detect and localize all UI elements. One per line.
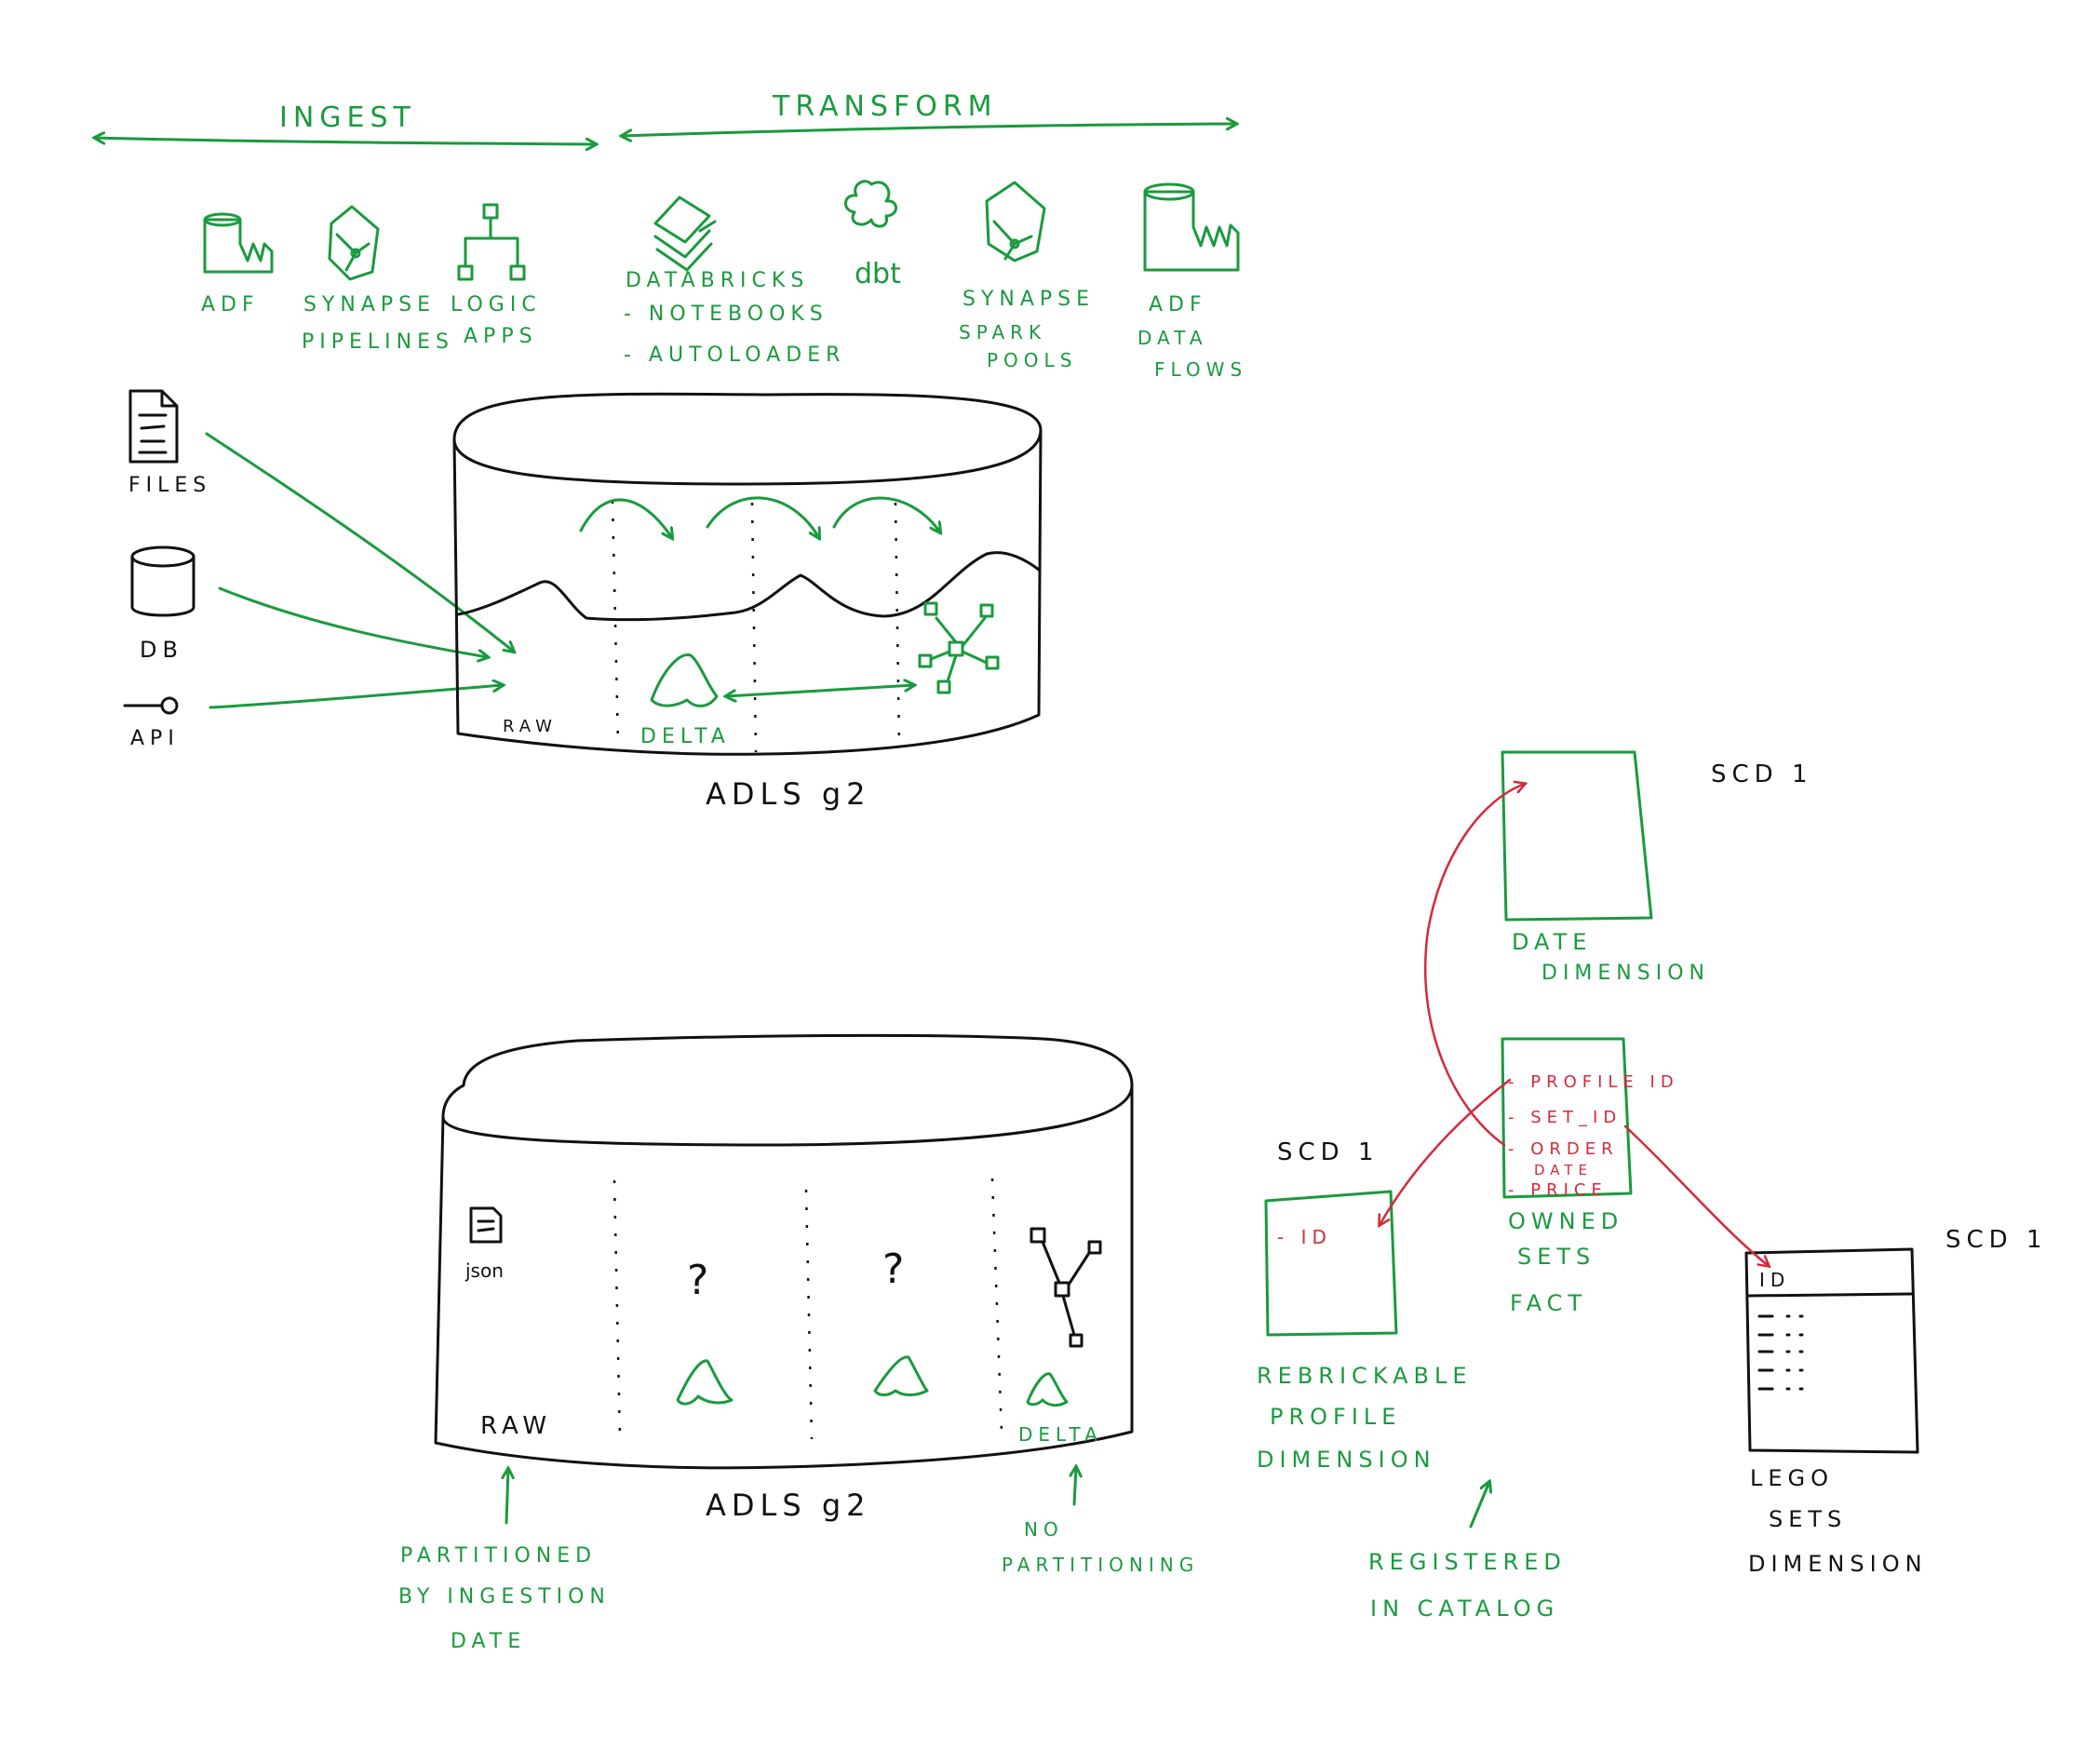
flow-arrow-2 xyxy=(706,496,819,538)
dbt-icon xyxy=(844,180,897,228)
fact-field-3b: DATE xyxy=(1534,1162,1593,1178)
profile-dimension-label-3: DIMENSION xyxy=(1257,1447,1436,1473)
adf-dataflows-label-1: ADF xyxy=(1149,293,1207,316)
adf-dataflows-label-3: FLOWS xyxy=(1154,358,1247,381)
fact-to-lego-sets-relationship xyxy=(1623,1124,1769,1266)
fact-field-2: - SET_ID xyxy=(1508,1108,1622,1127)
fact-to-profile-relationship xyxy=(1380,1078,1512,1225)
date-dimension-box xyxy=(1501,750,1653,922)
adf-dataflows-label-2: DATA xyxy=(1138,327,1208,349)
delta-icon-3 xyxy=(1026,1372,1069,1407)
files-arrow xyxy=(205,432,514,652)
lego-sets-header-divider xyxy=(1746,1292,1914,1298)
logic-apps-icon xyxy=(457,203,526,281)
bottom-delta-label: DELTA xyxy=(1018,1423,1103,1446)
delta-icon-1 xyxy=(676,1359,734,1406)
synapse-pipelines-icon xyxy=(328,205,380,281)
synapse-spark-icon xyxy=(985,181,1046,263)
files-label: FILES xyxy=(128,474,211,497)
date-dimension-scd: SCD 1 xyxy=(1711,761,1813,788)
logic-apps-label-1: LOGIC xyxy=(451,293,542,316)
top-adls-label: ADLS g2 xyxy=(706,776,871,812)
lego-sets-dimension-label-1: LEGO xyxy=(1750,1465,1834,1491)
delta-icon-2 xyxy=(873,1355,929,1396)
ingest-label: INGEST xyxy=(279,101,416,134)
json-file-icon xyxy=(469,1206,503,1244)
json-label: json xyxy=(464,1259,504,1282)
registered-label-2: IN CATALOG xyxy=(1370,1596,1559,1622)
synapse-spark-label-1: SYNAPSE xyxy=(962,288,1095,311)
adf-icon xyxy=(203,212,274,274)
api-arrow xyxy=(209,685,503,709)
lego-sets-rows xyxy=(1757,1314,1804,1391)
databricks-label-3: - AUTOLOADER xyxy=(624,343,845,367)
delta-icon xyxy=(650,653,719,707)
synapse-pipelines-label-1: SYNAPSE xyxy=(303,293,436,316)
fact-label-1: OWNED xyxy=(1508,1208,1623,1234)
star-schema-icon xyxy=(918,601,1000,694)
profile-dimension-label-2: PROFILE xyxy=(1270,1404,1401,1430)
lego-sets-dimension-field: ID xyxy=(1759,1269,1790,1291)
top-raw-label: RAW xyxy=(503,717,558,736)
dbt-label: dbt xyxy=(855,258,901,290)
api-label: API xyxy=(130,727,180,750)
no-partitioning-arrow xyxy=(1074,1467,1076,1506)
ingest-arrow xyxy=(95,138,596,144)
bottom-raw-label: RAW xyxy=(480,1412,552,1440)
fact-to-date-relationship xyxy=(1423,784,1525,1147)
synapse-spark-label-2: SPARK xyxy=(959,321,1046,343)
synapse-spark-label-3: POOLS xyxy=(987,349,1077,371)
synapse-pipelines-label-2: PIPELINES xyxy=(302,330,454,354)
db-arrow xyxy=(218,586,488,657)
flow-arrow-3 xyxy=(832,496,940,532)
profile-dimension-box xyxy=(1264,1190,1398,1337)
top-datalake-cylinder: RAW DELTA xyxy=(452,392,1043,756)
transform-header: TRANSFORM xyxy=(622,90,1236,136)
transform-arrow xyxy=(622,124,1236,136)
profile-dimension-scd: SCD 1 xyxy=(1277,1138,1380,1166)
bottom-datalake-cylinder: json ? ? RAW DELTA xyxy=(434,1033,1134,1470)
question-mark-1: ? xyxy=(687,1257,708,1304)
delta-to-model-arrow xyxy=(726,685,914,696)
flow-arrow-1 xyxy=(579,498,672,538)
databricks-icon xyxy=(653,195,717,272)
fact-field-1: - PROFILE ID xyxy=(1508,1072,1679,1092)
partitioned-label-2: BY INGESTION xyxy=(398,1585,611,1609)
fact-label-2: SETS xyxy=(1517,1244,1595,1270)
lego-sets-dimension-label-3: DIMENSION xyxy=(1748,1551,1928,1577)
lego-sets-dimension-scd: SCD 1 xyxy=(1945,1226,2048,1254)
question-mark-2: ? xyxy=(882,1246,904,1293)
adf-dataflows-icon xyxy=(1143,182,1240,272)
registered-label-1: REGISTERED xyxy=(1368,1549,1567,1575)
top-delta-label: DELTA xyxy=(640,725,731,748)
file-icon xyxy=(128,389,179,464)
database-icon xyxy=(130,545,195,617)
registered-arrow xyxy=(1469,1482,1489,1528)
fact-field-3: - ORDER xyxy=(1508,1139,1619,1159)
fact-label-3: FACT xyxy=(1510,1290,1587,1316)
star-schema-icon-2 xyxy=(1030,1227,1102,1348)
no-partitioning-label-2: PARTITIONING xyxy=(1002,1554,1199,1576)
date-dimension-label-2: DIMENSION xyxy=(1541,962,1710,985)
transform-label: TRANSFORM xyxy=(772,90,998,123)
profile-dimension-label-1: REBRICKABLE xyxy=(1257,1363,1473,1389)
bottom-adls-label: ADLS g2 xyxy=(706,1488,871,1523)
lego-sets-dimension-box xyxy=(1744,1247,1919,1454)
no-partitioning-label-1: NO xyxy=(1024,1518,1064,1541)
adf-label: ADF xyxy=(201,293,260,316)
databricks-label-2: - NOTEBOOKS xyxy=(624,303,828,326)
profile-dimension-field: - ID xyxy=(1277,1226,1332,1248)
logic-apps-label-2: APPS xyxy=(464,325,538,348)
fact-field-4: - PRICE xyxy=(1508,1180,1608,1200)
partitioned-label-1: PARTITIONED xyxy=(400,1544,597,1568)
date-dimension-label-1: DATE xyxy=(1512,929,1592,955)
partitioned-label-3: DATE xyxy=(451,1630,526,1653)
ingest-header: INGEST xyxy=(95,101,596,144)
lego-sets-dimension-label-2: SETS xyxy=(1769,1506,1847,1532)
partitioned-arrow xyxy=(506,1469,508,1525)
databricks-label-1: DATABRICKS xyxy=(626,269,809,292)
db-label: DB xyxy=(140,637,183,663)
api-icon xyxy=(123,696,179,715)
